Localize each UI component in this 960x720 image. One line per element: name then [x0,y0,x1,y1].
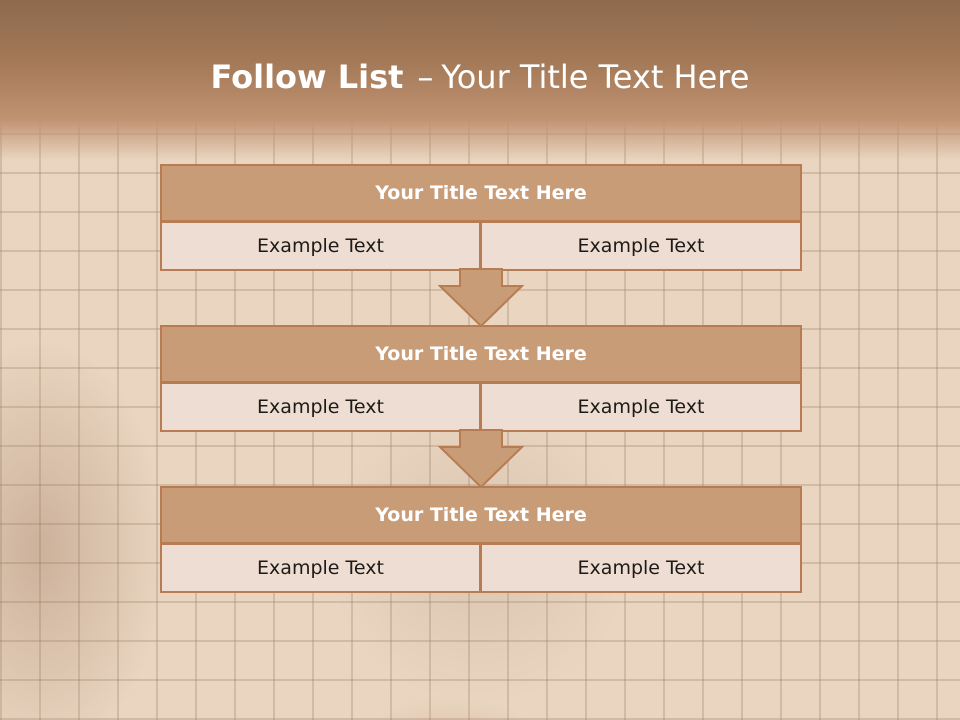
flow-block-title: Your Title Text Here [160,486,802,544]
flow-block-1: Your Title Text Here Example Text Exampl… [160,164,802,272]
flow-block-cell-right: Example Text [480,543,802,593]
flow-block-title: Your Title Text Here [160,164,802,222]
flow-block-cell-left: Example Text [160,382,481,432]
header-band [0,0,960,160]
page-title-bold: Follow List [210,58,404,96]
flow-block-3: Your Title Text Here Example Text Exampl… [160,486,802,594]
flow-block-cell-left: Example Text [160,543,481,593]
flow-block-title: Your Title Text Here [160,325,802,383]
page-title-rest: Your Title Text Here [441,58,750,96]
down-arrow-icon [438,429,524,489]
flow-block-cell-left: Example Text [160,221,481,271]
flow-block-cell-right: Example Text [480,382,802,432]
flow-block-cell-right: Example Text [480,221,802,271]
flow-block-2: Your Title Text Here Example Text Exampl… [160,325,802,433]
page-title-dash: – [417,58,434,96]
down-arrow-icon [438,268,524,328]
page-title: Follow List–Your Title Text Here [0,52,960,102]
